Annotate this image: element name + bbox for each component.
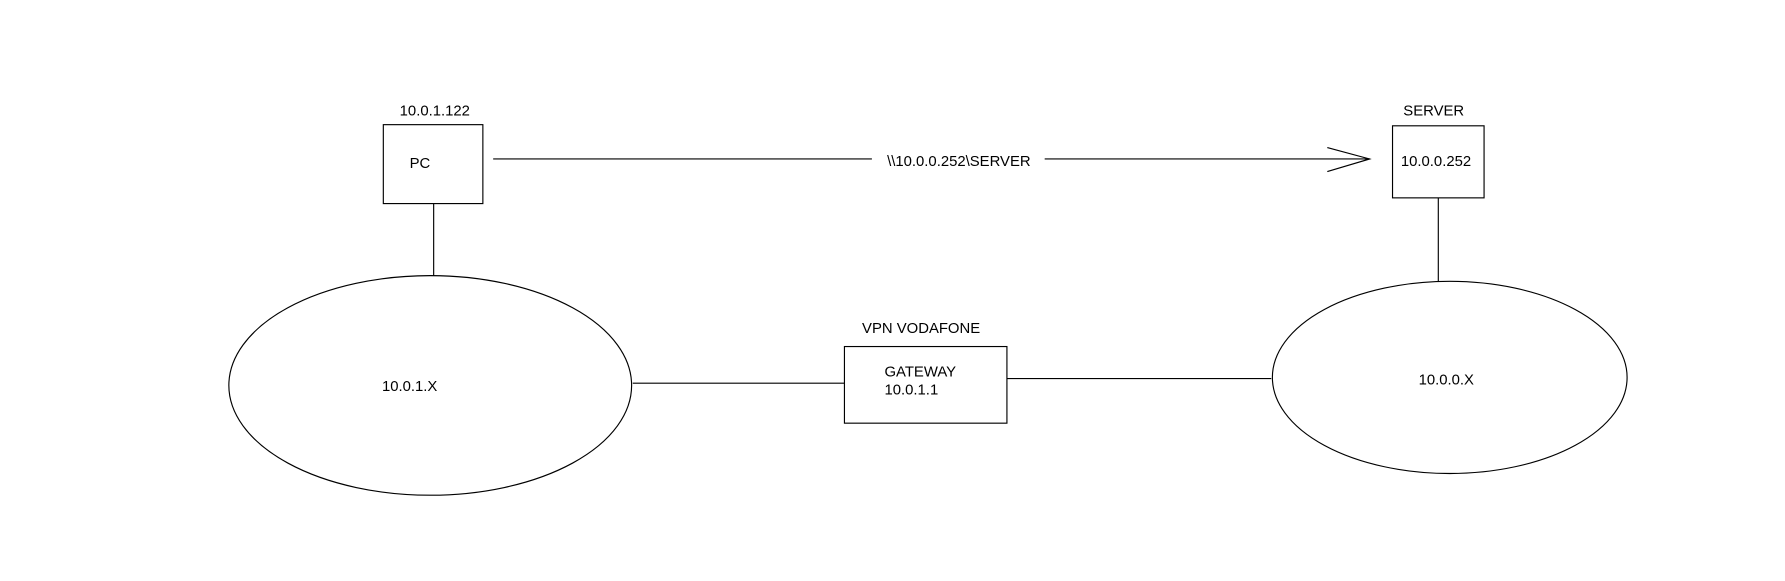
gateway-name: GATEWAY: [884, 364, 956, 380]
right-network-label: 10.0.0.X: [1419, 372, 1474, 388]
pc-label: PC: [410, 156, 431, 172]
server-ip-label: 10.0.0.252: [1401, 154, 1471, 170]
left-network-node: [228, 275, 633, 496]
server-title: SERVER: [1403, 104, 1464, 120]
gateway-node: [843, 345, 1008, 424]
pc-node: [382, 124, 484, 205]
share-path-label: \\10.0.0.252\SERVER: [887, 154, 1031, 170]
pc-ip-label: 10.0.1.122: [400, 104, 470, 120]
gateway-title: VPN VODAFONE: [862, 321, 980, 337]
gateway-ip: 10.0.1.1: [884, 383, 938, 399]
right-network-node: [1271, 280, 1628, 475]
arrowhead-icon: [1327, 146, 1372, 173]
left-network-label: 10.0.1.X: [382, 379, 437, 395]
